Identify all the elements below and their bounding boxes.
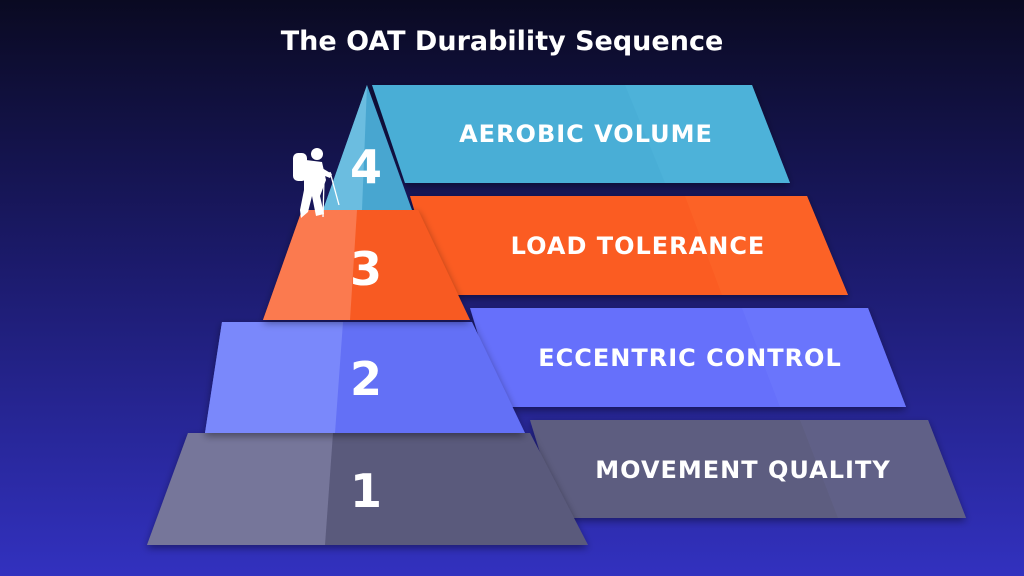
band-3 [410,196,848,295]
pyramid-tier-3 [263,210,470,320]
pyramid-tier-4 [323,85,412,210]
tier-label-1: MOVEMENT QUALITY [595,456,890,484]
tier-label-4: AEROBIC VOLUME [459,120,713,148]
tier-label-3: LOAD TOLERANCE [511,232,766,260]
band-2 [470,308,906,407]
diagram-title: The OAT Durability Sequence [281,26,724,57]
tier-label-2: ECCENTRIC CONTROL [538,344,842,372]
pyramid-tier-1 [147,433,588,545]
band-4 [372,85,790,183]
tier-number-4: 4 [350,140,382,194]
pyramid-tier-2 [205,322,525,433]
tier-number-3: 3 [350,242,382,296]
tier-number-1: 1 [350,464,382,518]
band-1 [530,420,966,518]
hiker-with-poles-icon [293,148,340,218]
tier-number-2: 2 [350,352,382,406]
